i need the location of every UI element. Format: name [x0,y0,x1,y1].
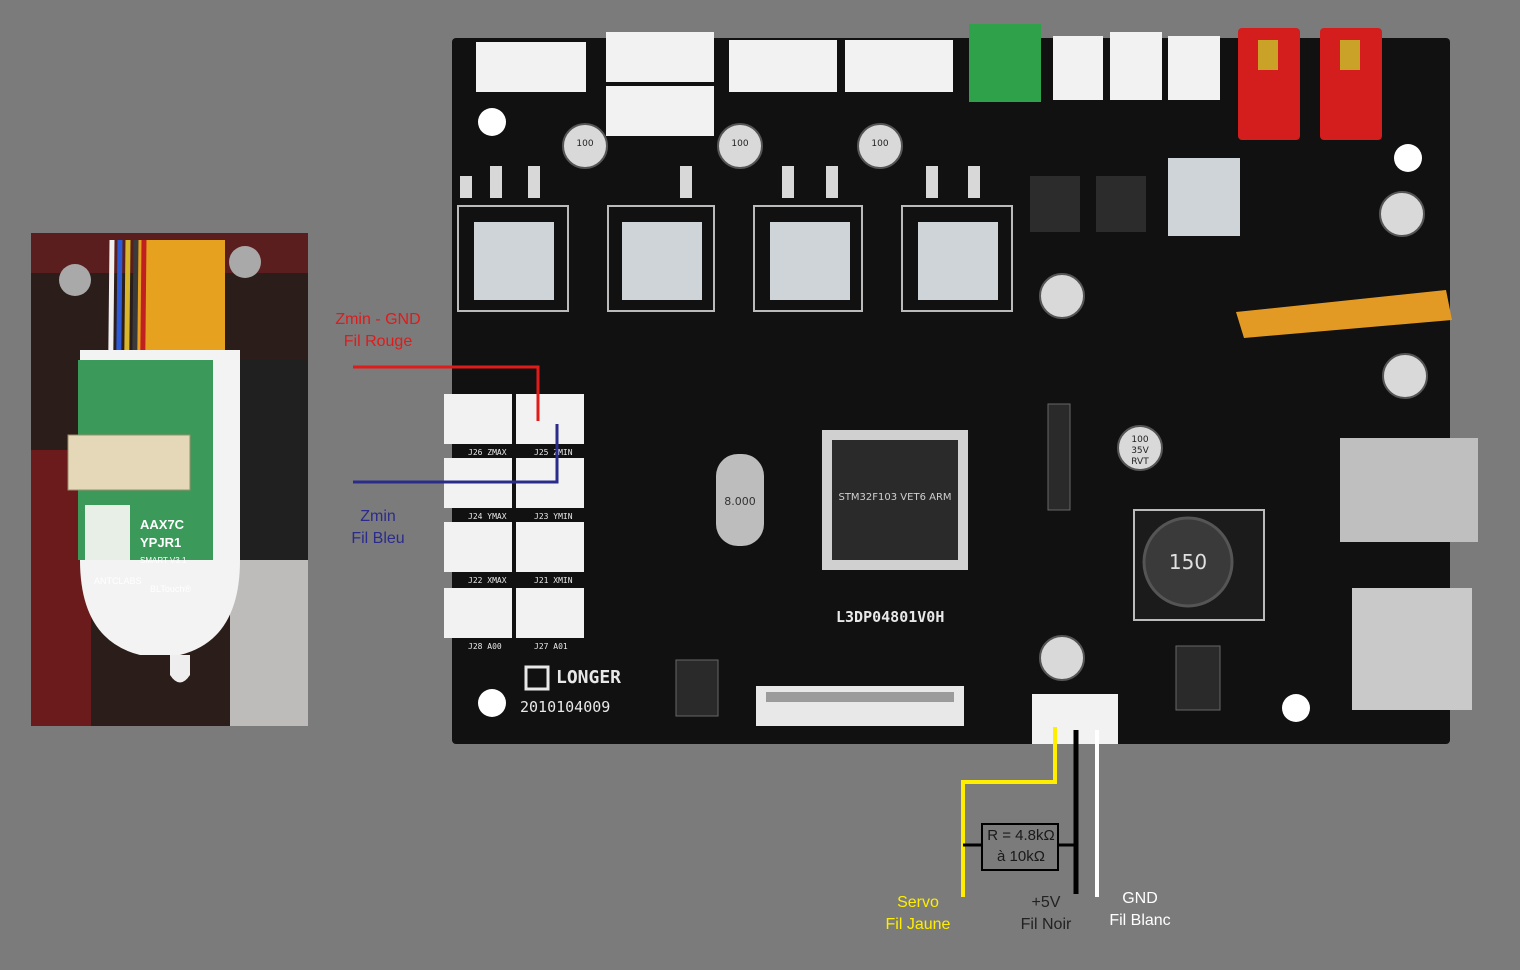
conn-label-j21: J21 XMIN [534,576,573,585]
label-fil-noir: Fil Noir [1020,916,1072,933]
sensor-product: BLTouch® [150,584,191,594]
label-servo: Servo [897,894,939,911]
conn-label-j25: J25 ZMIN [534,448,573,457]
board-serial: 2010104009 [520,698,610,716]
label-gnd: GND [1122,890,1158,907]
resistor-value-line1: R = 4.8kΩ [987,827,1055,844]
conn-label-j24: J24 YMAX [468,512,507,521]
mcu-label: STM32F103 VET6 ARM [838,492,951,503]
resistor-box [981,823,1059,871]
conn-label-j28: J28 A00 [468,642,502,651]
board-model: L3DP04801V0H [836,608,944,626]
cap-label: 100 [576,139,593,149]
board-brand: LONGER [556,667,621,688]
yellow-wire [961,727,1057,897]
label-plus-5v: +5V [1031,894,1061,911]
inductor-label: 150 [1169,550,1207,574]
label-zmin-gnd: Zmin - GND [335,311,421,328]
conn-label-j22: J22 XMAX [468,576,507,585]
blue-wire [353,424,559,484]
wiring [353,365,1099,897]
sensor-model-1: AAX7C [140,517,185,532]
cap-label: 100 [871,139,888,149]
cap-label: 100 [1131,435,1148,445]
mainboard: 100 100 100 100 35V RVT STM32F103 VET6 A… [444,24,1478,744]
sensor-model-2: YPJR1 [140,535,181,550]
conn-label-j27: J27 A01 [534,642,568,651]
red-wire [353,365,540,421]
label-zmin: Zmin [360,508,396,525]
label-fil-jaune: Fil Jaune [885,916,951,933]
cap-label: RVT [1131,457,1149,467]
brand-logo-icon [524,665,550,691]
label-fil-bleu: Fil Bleu [351,530,405,547]
sensor-brand: ANTCLABS [94,576,142,586]
label-fil-rouge: Fil Rouge [343,333,413,350]
crystal-label: 8.000 [724,495,756,508]
label-fil-blanc: Fil Blanc [1109,912,1171,929]
conn-label-j26: J26 ZMAX [468,448,507,457]
cap-label: 35V [1131,446,1149,456]
bltouch-photo: AAX7C YPJR1 SMART V3.1 ANTCLABS BLTouch® [31,233,308,726]
cap-label: 100 [731,139,748,149]
conn-label-j23: J23 YMIN [534,512,573,521]
sensor-model-3: SMART V3.1 [140,556,187,565]
resistor-value-line2: à 10kΩ [997,848,1045,865]
